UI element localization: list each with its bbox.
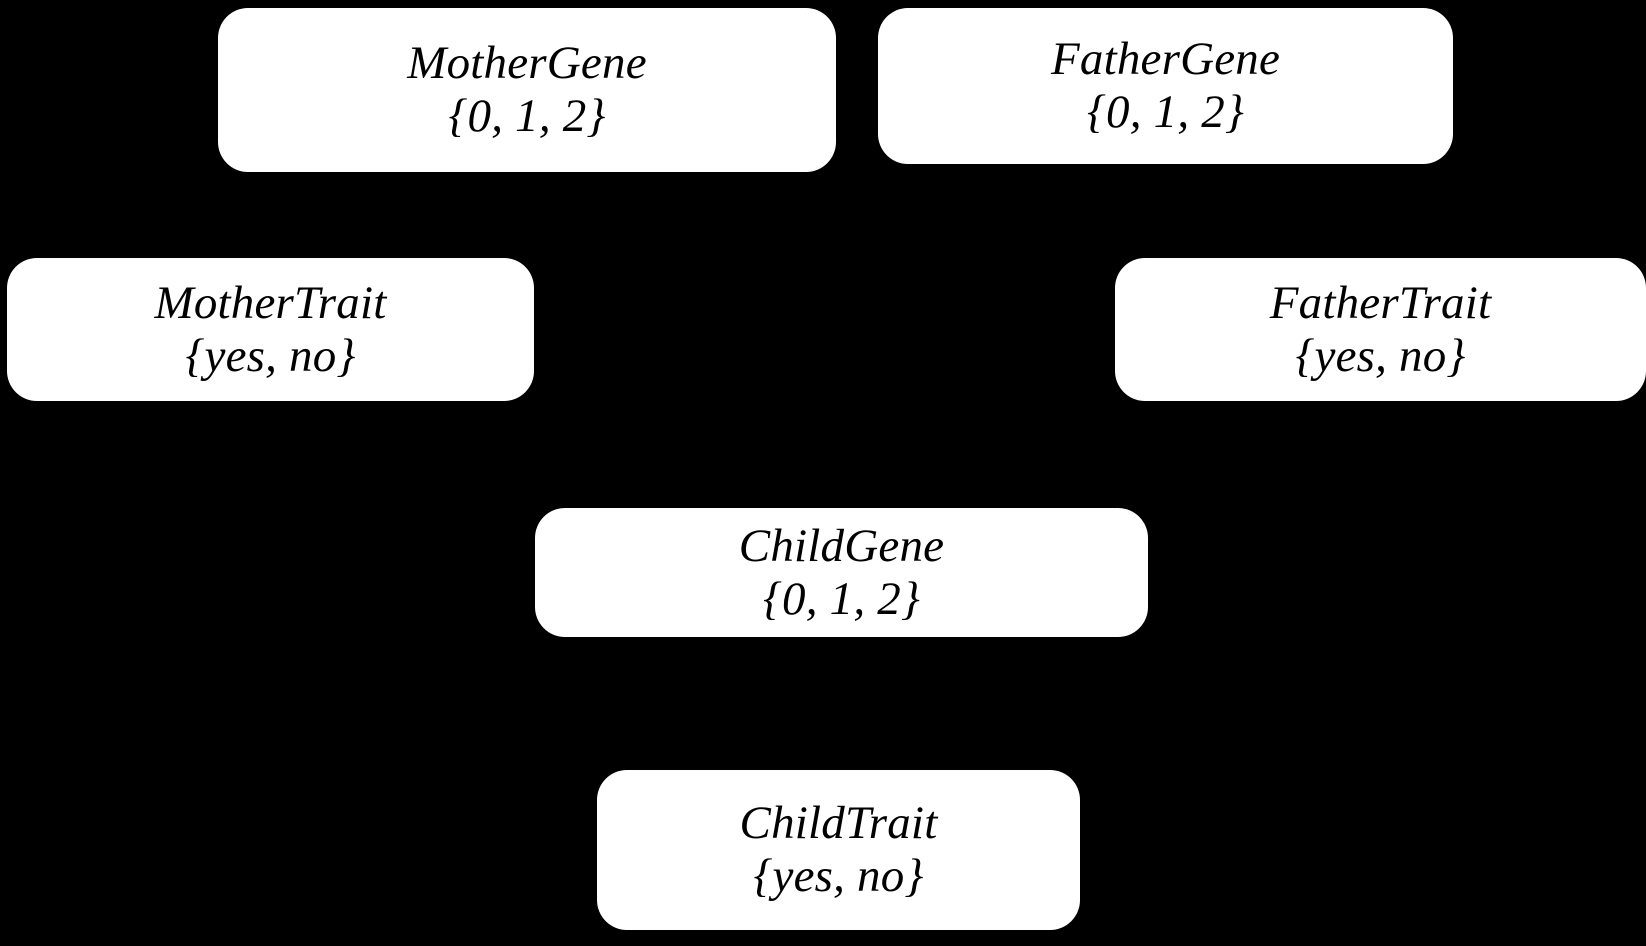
- node-father-gene-domain: {0, 1, 2}: [1087, 86, 1244, 138]
- node-child-trait[interactable]: ChildTrait {yes, no}: [597, 770, 1080, 930]
- node-mother-gene-label: MotherGene: [407, 37, 647, 90]
- node-father-trait[interactable]: FatherTrait {yes, no}: [1115, 258, 1646, 401]
- node-child-gene-domain: {0, 1, 2}: [763, 572, 920, 625]
- node-mother-trait-domain: {yes, no}: [185, 329, 356, 382]
- node-mother-gene[interactable]: MotherGene {0, 1, 2}: [218, 8, 836, 172]
- node-father-gene-label: FatherGene: [1050, 33, 1281, 86]
- node-father-gene[interactable]: FatherGene {0, 1, 2}: [878, 8, 1453, 164]
- node-father-trait-label: FatherTrait: [1269, 276, 1492, 329]
- node-child-gene-label: ChildGene: [738, 519, 945, 572]
- node-child-trait-domain: {yes, no}: [753, 850, 924, 902]
- node-mother-trait-label: MotherTrait: [154, 276, 387, 329]
- node-child-gene[interactable]: ChildGene {0, 1, 2}: [535, 508, 1148, 637]
- node-child-trait-label: ChildTrait: [739, 797, 938, 850]
- node-father-trait-domain: {yes, no}: [1295, 329, 1466, 382]
- node-mother-gene-domain: {0, 1, 2}: [448, 90, 606, 142]
- node-mother-trait[interactable]: MotherTrait {yes, no}: [7, 258, 534, 401]
